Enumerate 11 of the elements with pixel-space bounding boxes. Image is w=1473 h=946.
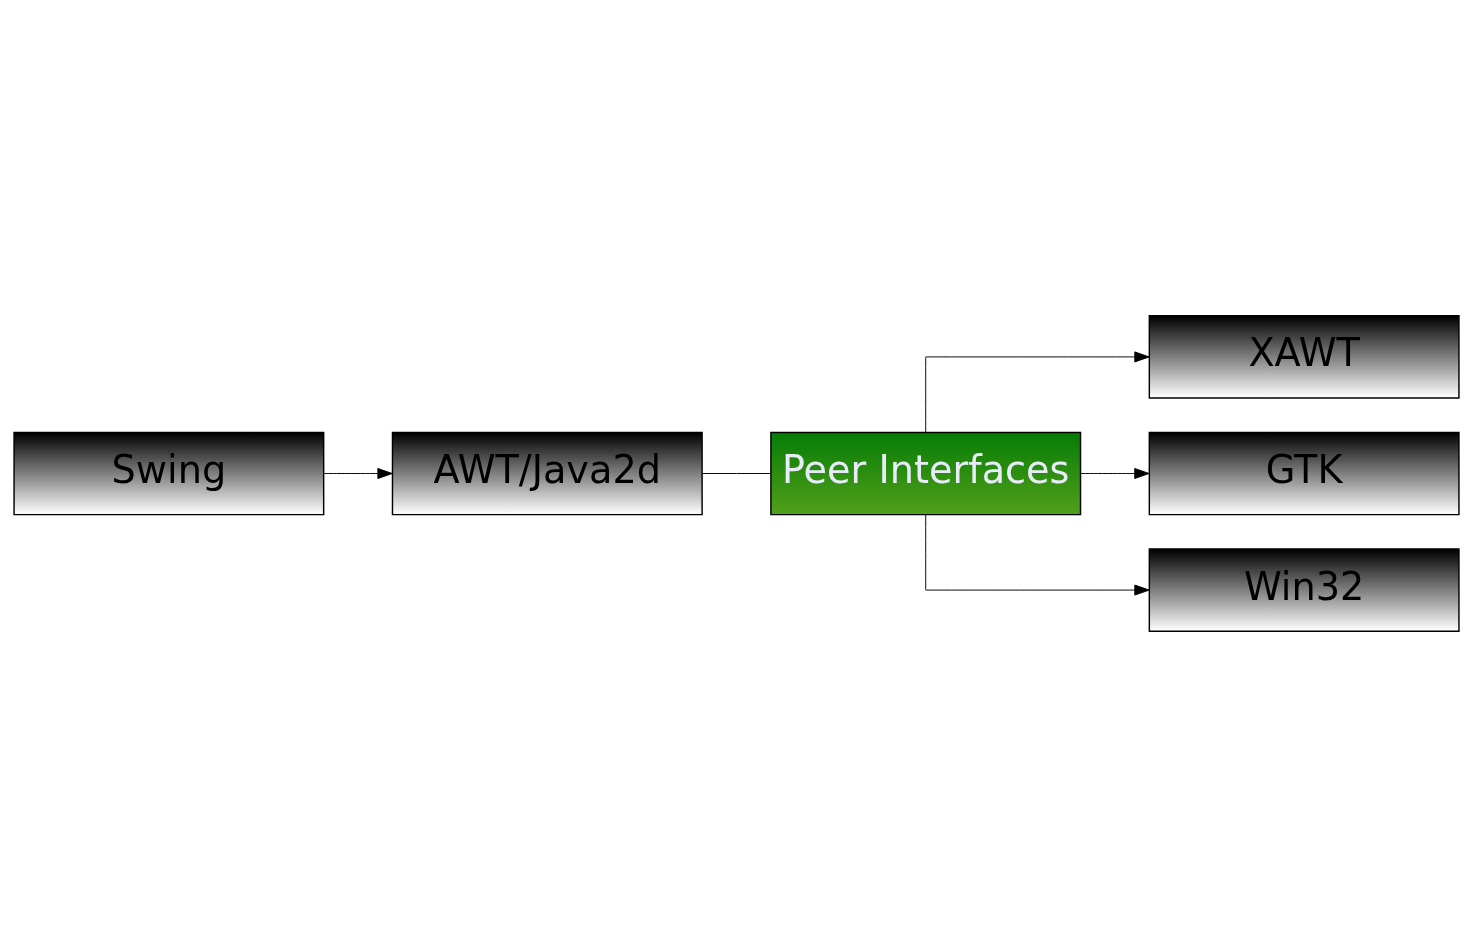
node-box: Swing [13, 431, 325, 515]
node-box: Win32 [1148, 547, 1460, 632]
arrow [925, 513, 1150, 596]
node-box: Peer Interfaces [770, 431, 1082, 515]
node-box: XAWT [1148, 314, 1460, 399]
connector [701, 472, 772, 474]
node-box: GTK [1148, 431, 1460, 515]
arrow [1080, 467, 1150, 479]
arrow [925, 350, 1150, 433]
arrow [323, 467, 393, 479]
node-box: AWT/Java2d [391, 431, 703, 515]
